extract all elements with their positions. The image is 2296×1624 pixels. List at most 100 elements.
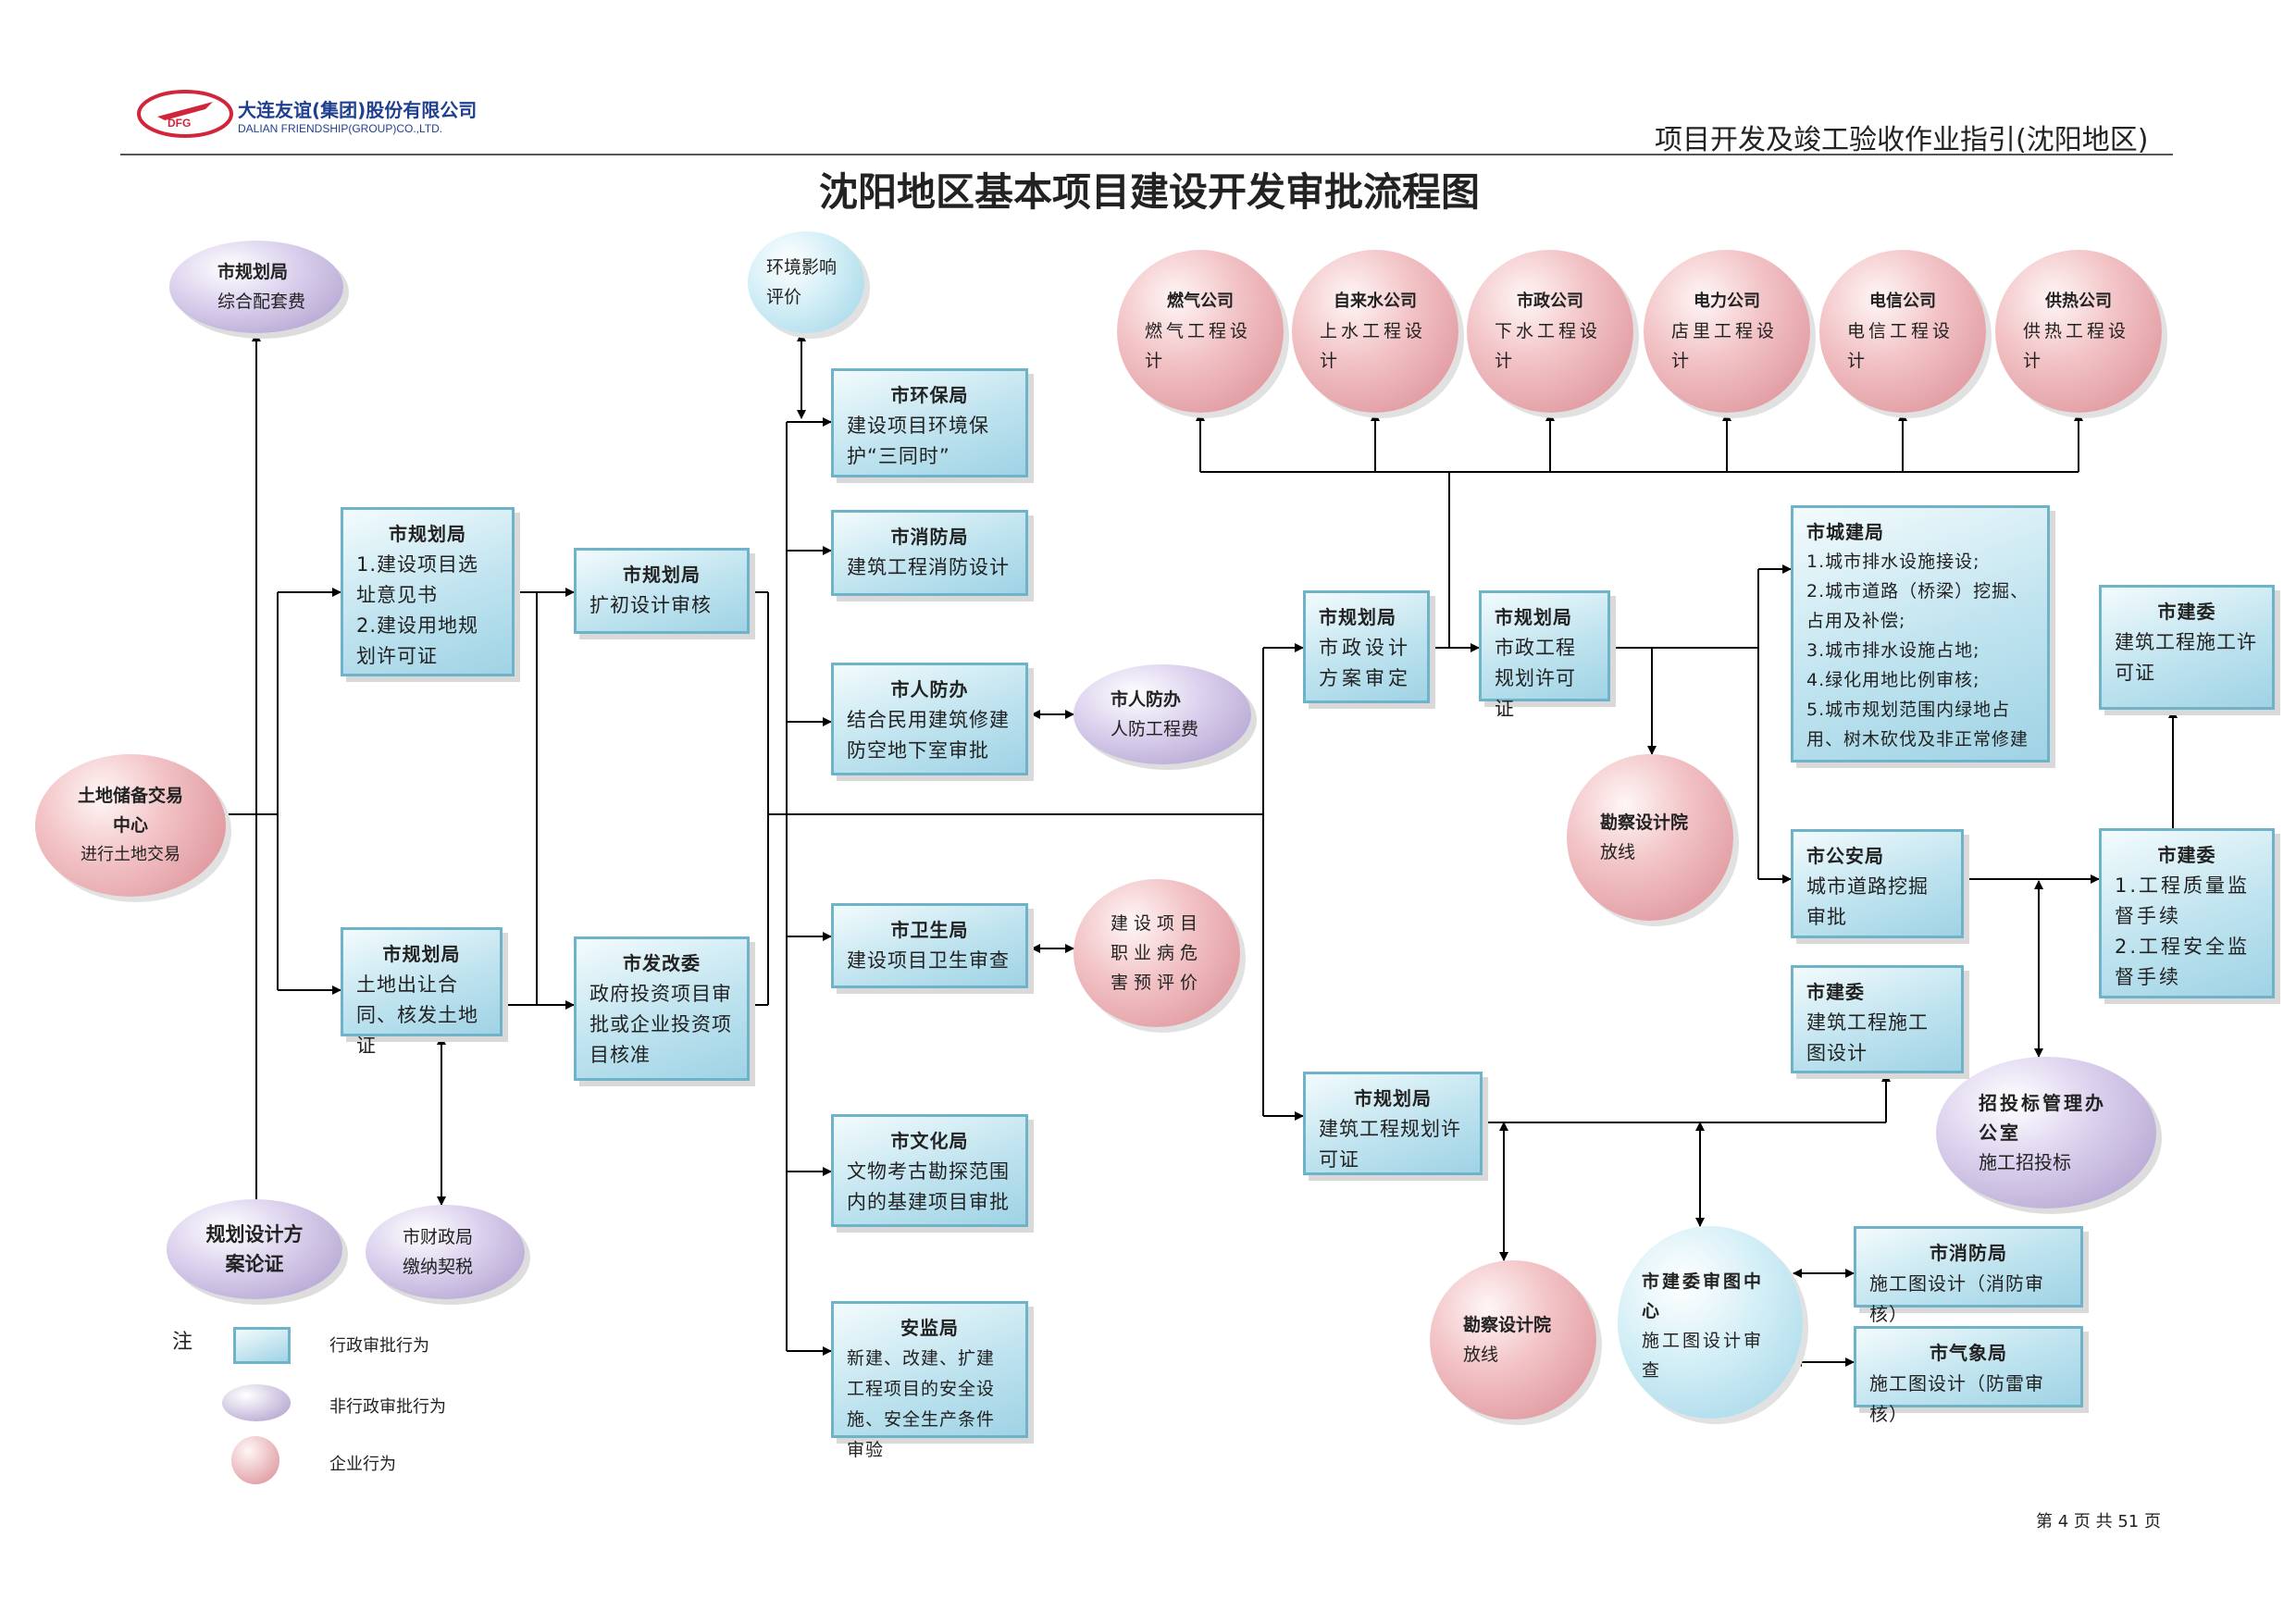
box-line-2: 2.建设用地规划许可证 [356, 614, 479, 667]
node-body: 建设项目职业病危害预评价 [1110, 913, 1203, 993]
page-title: 沈阳地区基本项目建设开发审批流程图 [819, 169, 1481, 215]
box-line-2: 2.工程安全监督手续 [2115, 936, 2251, 988]
node-body: 电信工程设计 [1847, 321, 1955, 371]
box-body: 文物考古勘探范围内的基建项目审批 [847, 1160, 1010, 1213]
box-body: 建筑工程施工图设计 [1806, 1011, 1929, 1064]
box-title: 市消防局 [890, 526, 969, 548]
company-logo: DFG [137, 89, 233, 139]
ndrc-box: 市发改委 政府投资项目审批或企业投资项目核准 [574, 936, 750, 1081]
box-title: 市建委 [2157, 601, 2216, 623]
box-title: 市人防办 [890, 678, 969, 700]
legend-non-admin-label: 非行政审批行为 [329, 1397, 446, 1417]
legend-ellipse-swatch [222, 1384, 291, 1421]
node-body: 施工图设计审查 [1642, 1331, 1765, 1381]
box-title: 市城建局 [1806, 521, 1884, 543]
utility-water: 自来水公司 上水工程设计 [1292, 250, 1458, 413]
legend-circle-swatch [231, 1436, 279, 1484]
box-line-1: 1.建设项目选址意见书 [356, 553, 479, 606]
box-body: 施工图设计（消防审核） [1869, 1272, 2044, 1325]
legend-enterprise-label: 企业行为 [329, 1455, 396, 1474]
box-body: 建筑工程消防设计 [847, 556, 1010, 578]
utility-telecom: 电信公司 电信工程设计 [1819, 250, 1986, 413]
survey-node-1: 勘察设计院 放线 [1567, 754, 1733, 921]
survey-node-2: 勘察设计院 放线 [1430, 1260, 1596, 1419]
box-item-2: 2.城市道路（桥梁）挖掘、占用及补偿; [1806, 581, 2029, 631]
construct-drawing-box: 市建委 建筑工程施工图设计 [1791, 965, 1964, 1073]
logo-mark: DFG [168, 117, 192, 130]
urban-construction-box: 市城建局 1.城市排水设施接设; 2.城市道路（桥梁）挖掘、占用及补偿; 3.城… [1791, 505, 2050, 762]
safety-box: 安监局 新建、改建、扩建工程项目的安全设施、安全生产条件审验 [831, 1301, 1028, 1460]
node-body: 施工招投标 [1979, 1151, 2071, 1173]
fire-bureau-box: 市消防局 建筑工程消防设计 [831, 510, 1028, 596]
node-title: 招投标管理办公室 [1979, 1092, 2106, 1144]
finance-node: 市财政局 缴纳契税 [366, 1205, 525, 1299]
node-body: 综合配套费 [217, 291, 306, 312]
node-title: 市政公司 [1517, 291, 1583, 311]
box-body: 政府投资项目审批或企业投资项目核准 [590, 983, 732, 1066]
utility-municipal: 市政公司 下水工程设计 [1467, 250, 1633, 413]
node-body: 燃气工程设计 [1145, 321, 1252, 371]
box-body: 建筑工程施工许可证 [2115, 631, 2257, 684]
occ-eval-node: 建设项目职业病危害预评价 [1074, 879, 1240, 1027]
legend-box-swatch [233, 1327, 291, 1364]
legend-admin-label: 行政审批行为 [329, 1336, 429, 1356]
health-box: 市卫生局 建设项目卫生审查 [831, 903, 1028, 988]
box-title: 安监局 [900, 1317, 959, 1339]
document-title: 项目开发及竣工验收作业指引(沈阳地区) [1655, 124, 2149, 156]
node-title: 燃气公司 [1167, 291, 1234, 311]
node-body: 放线 [1463, 1345, 1499, 1365]
plan-review-box: 市规划局 扩初设计审核 [574, 548, 750, 634]
box-body: 市政工程规划许可证 [1495, 637, 1576, 720]
drawing-review-center-node: 市建委审图中心 施工图设计审查 [1618, 1226, 1803, 1419]
node-title: 市建委审图中心 [1642, 1271, 1765, 1321]
node-title: 土地储备交易中心 [77, 786, 183, 836]
box-body: 市政设计方案审定 [1319, 637, 1411, 689]
node-title: 规划设计方案论证 [205, 1223, 304, 1275]
box-title: 市规划局 [1495, 606, 1572, 628]
utility-heating: 供热公司 供热工程设计 [1995, 250, 2162, 413]
box-item-5: 5.城市规划范围内绿地占用、树木砍伐及非正常修建 [1806, 700, 2029, 750]
node-body: 放线 [1600, 842, 1636, 862]
box-title: 市文化局 [890, 1130, 969, 1152]
box-item-1: 1.城市排水设施接设; [1806, 552, 1980, 572]
box-item-4: 4.绿化用地比例审核; [1806, 670, 1980, 690]
env-eval-node: 环境影响评价 [748, 231, 864, 333]
node-body: 进行土地交易 [81, 845, 180, 864]
node-body: 下水工程设计 [1495, 321, 1602, 371]
box-body: 新建、改建、扩建工程项目的安全设施、安全生产条件审验 [847, 1348, 996, 1460]
public-security-box: 市公安局 城市道路挖掘审批 [1791, 829, 1964, 938]
company-name-en: DALIAN FRIENDSHIP(GROUP)CO.,LTD. [238, 122, 443, 135]
utility-power: 电力公司 店里工程设计 [1644, 250, 1810, 413]
plan-site-box: 市规划局 1.建设项目选址意见书 2.建设用地规划许可证 [341, 507, 515, 676]
design-scheme-node: 规划设计方案论证 [167, 1199, 342, 1299]
node-title: 市规划局 [217, 262, 289, 282]
box-body: 施工图设计（防雷审核） [1869, 1372, 2044, 1425]
box-title: 市规划局 [382, 943, 461, 965]
box-body: 建筑工程规划许可证 [1319, 1118, 1461, 1171]
legend-note: 注 [172, 1331, 193, 1354]
node-title: 供热公司 [2045, 291, 2112, 311]
weather-box: 市气象局 施工图设计（防雷审核） [1854, 1326, 2083, 1425]
box-body: 土地出让合同、核发土地证 [356, 973, 478, 1057]
box-line-1: 1.工程质量监督手续 [2115, 874, 2251, 927]
plan-land-box: 市规划局 土地出让合同、核发土地证 [341, 927, 503, 1057]
box-title: 市规划局 [623, 564, 701, 586]
node-title: 市财政局 [403, 1227, 474, 1247]
box-title: 市规划局 [1319, 606, 1396, 628]
tender-node: 招投标管理办公室 施工招投标 [1936, 1057, 2156, 1209]
logo-icon [137, 90, 233, 138]
box-title: 市公安局 [1806, 845, 1884, 867]
node-body: 上水工程设计 [1320, 321, 1427, 371]
box-body: 结合民用建筑修建防空地下室审批 [847, 709, 1010, 762]
box-body: 建设项目卫生审查 [847, 949, 1010, 972]
box-title: 市规划局 [389, 523, 466, 545]
node-title: 勘察设计院 [1600, 812, 1689, 833]
box-item-3: 3.城市排水设施占地; [1806, 640, 1980, 661]
node-title: 环境影响评价 [766, 257, 838, 307]
box-title: 市环保局 [890, 384, 969, 406]
box-body: 扩初设计审核 [590, 594, 712, 616]
box-body: 城市道路挖掘审批 [1806, 875, 1929, 928]
node-title: 电信公司 [1869, 291, 1936, 311]
land-center-node: 土地储备交易中心 进行土地交易 [35, 754, 226, 897]
muni-scheme-box: 市规划局 市政设计方案审定 [1303, 590, 1430, 703]
